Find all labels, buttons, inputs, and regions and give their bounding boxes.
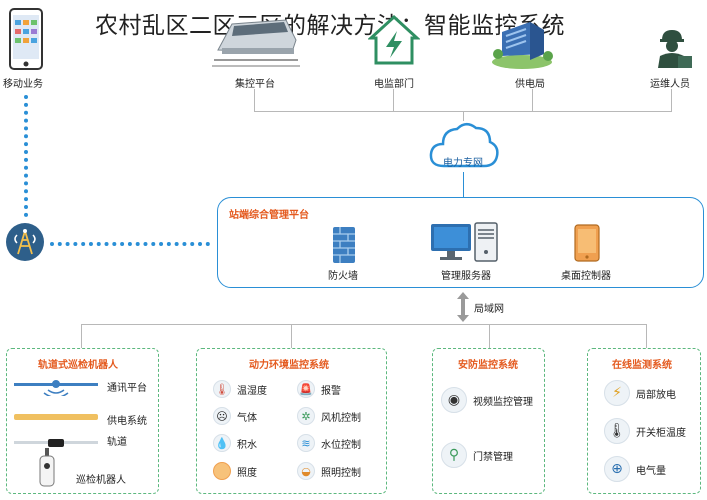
- online-title: 在线监测系统: [612, 360, 672, 371]
- security-title: 安防监控系统: [458, 360, 518, 371]
- cloud-label: 电力专网: [443, 158, 483, 169]
- env-item-lighting: ◒照明控制: [297, 462, 361, 480]
- monitor-icon: [430, 223, 472, 265]
- connector: [291, 324, 292, 348]
- security-item-door: ⚲门禁管理: [441, 442, 513, 468]
- page-title: 农村乱区二区三区的解决方法：智能监控系统: [95, 13, 565, 39]
- rail-robot-box: [6, 348, 159, 494]
- connector: [393, 89, 394, 111]
- connector: [81, 324, 646, 325]
- train-icon: [212, 10, 300, 74]
- key-icon: ⚲: [441, 442, 467, 468]
- dept-label: 电监部门: [374, 79, 414, 90]
- online-item-temp: 🌡开关柜温度: [604, 418, 686, 444]
- fan-icon: ✲: [297, 407, 315, 425]
- tablet-icon: [574, 224, 600, 266]
- connector: [671, 89, 672, 111]
- antenna-icon: [5, 222, 45, 266]
- security-box: [432, 348, 545, 494]
- connector: [532, 89, 533, 111]
- connector: [646, 324, 647, 348]
- env-item-light: 照度: [213, 462, 257, 480]
- mobile-label: 移动业务: [3, 79, 43, 90]
- env-item-gas: ☹气体: [213, 407, 257, 425]
- platform-title: 站端综合管理平台: [229, 210, 309, 221]
- gas-icon: ☹: [213, 407, 231, 425]
- water-level-icon: ≋: [297, 434, 315, 452]
- env-monitoring-box: [196, 348, 387, 494]
- ops-label: 运维人员: [650, 79, 690, 90]
- power-supply-icon: [14, 414, 98, 420]
- connector: [489, 324, 490, 348]
- rail-item: 通讯平台: [107, 383, 147, 394]
- robot-icon: [36, 448, 58, 494]
- lamp-icon: ◒: [297, 462, 315, 480]
- cloud-icon: [428, 118, 500, 176]
- house-bolt-icon: [367, 14, 421, 70]
- firewall-label: 防火墙: [328, 271, 358, 282]
- bureau-label: 供电局: [515, 79, 545, 90]
- building-icon: [490, 16, 554, 74]
- phone-icon: [9, 8, 43, 74]
- env-title: 动力环境监控系统: [249, 360, 329, 371]
- env-item-temp: 🌡温湿度: [213, 380, 267, 398]
- connector: [254, 89, 255, 111]
- env-item-fan: ✲风机控制: [297, 407, 361, 425]
- rail-item: 轨道: [107, 437, 127, 448]
- rail-track-icon: [14, 436, 98, 455]
- server-label: 管理服务器: [441, 271, 491, 282]
- online-monitoring-box: [587, 348, 701, 494]
- rail-robot-title: 轨道式巡检机器人: [38, 360, 118, 371]
- meter-icon: ⊕: [604, 456, 630, 482]
- thermometer-icon: 🌡: [604, 418, 630, 444]
- updown-arrow-icon: [456, 291, 470, 327]
- central-label: 集控平台: [235, 79, 275, 90]
- sun-icon: [213, 462, 231, 480]
- firewall-icon: [332, 226, 356, 268]
- worker-icon: [652, 26, 694, 74]
- station-platform: [217, 197, 704, 288]
- rail-item: 供电系统: [107, 416, 147, 427]
- lan-label: 局域网: [474, 304, 504, 315]
- dotted-link-vertical: [24, 95, 28, 217]
- online-item-electric: ⊕电气量: [604, 456, 666, 482]
- env-item-water: 💧积水: [213, 434, 257, 452]
- camera-icon: ◉: [441, 387, 467, 413]
- lightning-icon: ⚡: [604, 380, 630, 406]
- water-drop-icon: 💧: [213, 434, 231, 452]
- env-item-waterlevel: ≋水位控制: [297, 434, 361, 452]
- rail-item: 巡检机器人: [76, 475, 126, 486]
- thermometer-icon: 🌡: [213, 380, 231, 398]
- server-icon: [474, 222, 498, 266]
- alarm-icon: 🚨: [297, 380, 315, 398]
- env-item-alarm: 🚨报警: [297, 380, 341, 398]
- desktop-label: 桌面控制器: [561, 271, 611, 282]
- connector: [463, 111, 464, 121]
- security-item-video: ◉视频监控管理: [441, 387, 533, 413]
- connector: [463, 172, 464, 197]
- connector: [81, 324, 82, 348]
- online-item-pd: ⚡局部放电: [604, 380, 676, 406]
- comm-platform-icon: [14, 374, 98, 400]
- dotted-link-horizontal: [50, 242, 210, 246]
